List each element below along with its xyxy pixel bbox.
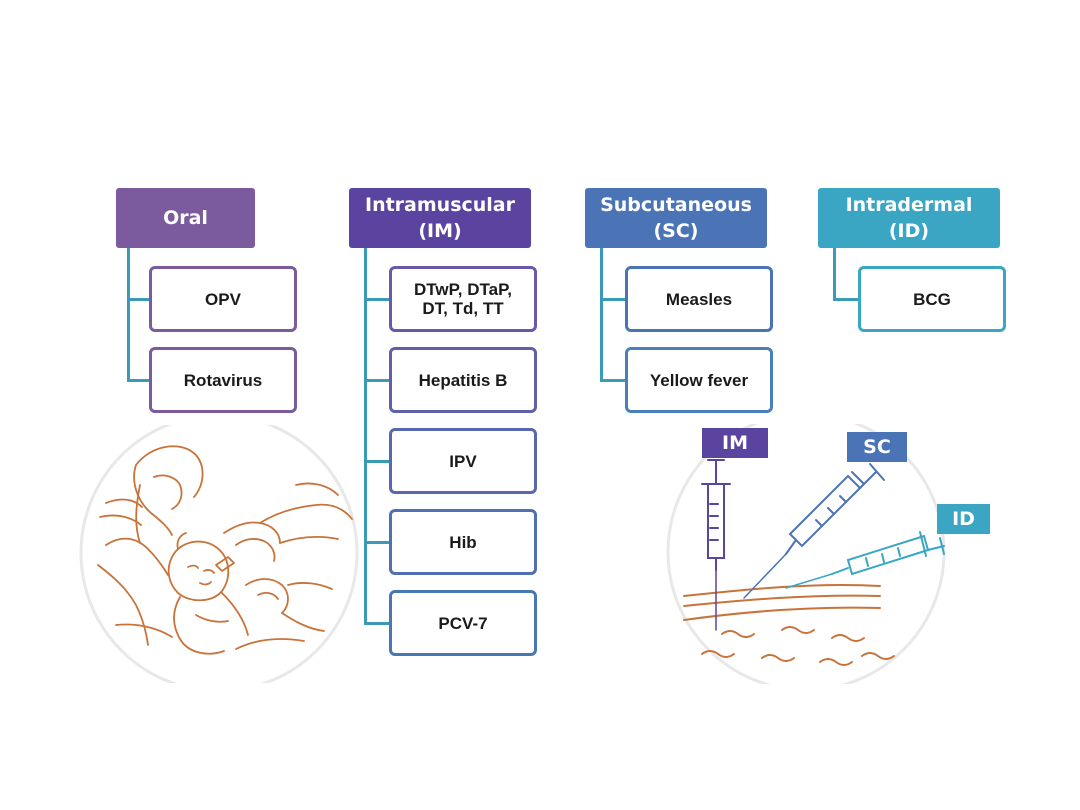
connector-sc-branch: [600, 298, 626, 301]
oral-vaccination-illustration: [79, 425, 359, 683]
connector-sc-trunk: [600, 248, 603, 381]
connector-im-branch: [364, 622, 390, 625]
connector-oral-branch: [127, 379, 151, 382]
vaccine-box-ipv: IPV: [389, 428, 537, 494]
connector-oral-trunk: [127, 248, 130, 381]
category-header-intradermal: Intradermal (ID): [818, 188, 1000, 248]
connector-oral-branch: [127, 298, 151, 301]
connector-id-trunk: [833, 248, 836, 301]
vaccine-box-yellow-fever: Yellow fever: [625, 347, 773, 413]
connector-im-trunk: [364, 248, 367, 625]
vaccine-box-rotavirus: Rotavirus: [149, 347, 297, 413]
connector-id-branch: [833, 298, 859, 301]
injection-routes-illustration: [666, 424, 946, 684]
tag-id: ID: [937, 504, 990, 534]
im-syringe-icon: [701, 459, 731, 631]
vaccine-box-hepatitis-b: Hepatitis B: [389, 347, 537, 413]
illustration-circle: [79, 425, 359, 683]
category-header-intramuscular: Intramuscular (IM): [349, 188, 531, 248]
connector-im-branch: [364, 298, 390, 301]
category-header-subcutaneous: Subcutaneous (SC): [585, 188, 767, 248]
connector-im-branch: [364, 460, 390, 463]
tag-im: IM: [702, 428, 768, 458]
category-header-oral: Oral: [116, 188, 255, 248]
connector-sc-branch: [600, 379, 626, 382]
vaccine-box-measles: Measles: [625, 266, 773, 332]
vaccine-box-hib: Hib: [389, 509, 537, 575]
connector-im-branch: [364, 379, 390, 382]
vaccine-box-bcg: BCG: [858, 266, 1006, 332]
vaccine-box-pcv7: PCV-7: [389, 590, 537, 656]
vaccine-box-opv: OPV: [149, 266, 297, 332]
connector-im-branch: [364, 541, 390, 544]
id-syringe-icon: [785, 531, 945, 589]
tag-sc: SC: [847, 432, 907, 462]
vaccine-box-dtwp: DTwP, DTaP, DT, Td, TT: [389, 266, 537, 332]
sc-syringe-icon: [743, 463, 885, 599]
